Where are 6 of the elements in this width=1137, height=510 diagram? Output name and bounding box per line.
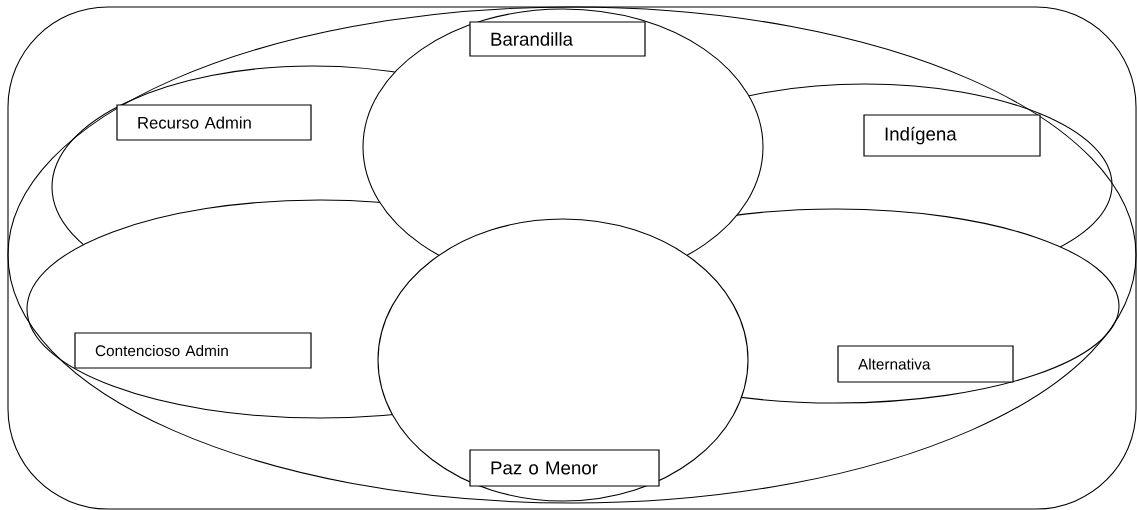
label-box: Recurso Admin	[116, 104, 312, 141]
label-box: Barandilla	[469, 21, 646, 57]
label-box: Contencioso Admin	[74, 332, 312, 369]
label-box: Paz o Menor	[469, 449, 660, 487]
label-box: Indígena	[863, 114, 1041, 157]
label-box: Alternativa	[837, 345, 1014, 383]
